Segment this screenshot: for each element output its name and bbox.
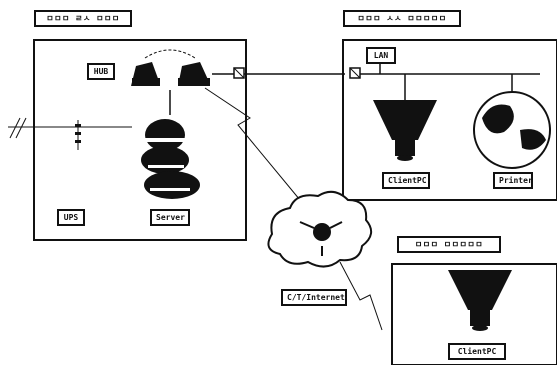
printer-globe-icon <box>474 92 550 168</box>
modem-mark <box>75 120 81 150</box>
ups-label: UPS <box>57 209 85 226</box>
server-label: Server <box>150 209 190 226</box>
left-panel-title: ㅁㅁㅁ ㄹㅅ ㅁㅁㅁ <box>34 10 132 27</box>
client-pc-icon-top <box>373 100 437 161</box>
server-cluster-icon <box>141 119 200 199</box>
client-pc-label-top: ClientPC <box>382 172 430 189</box>
hub-label: HUB <box>87 63 115 80</box>
router-icon-right <box>178 62 210 86</box>
line-break-mark <box>10 118 26 138</box>
internet-cloud-icon <box>268 192 371 267</box>
internet-label: C/T/Internet <box>281 289 347 306</box>
client-pc-label-bottom: ClientPC <box>448 343 506 360</box>
right-top-panel-title: ㅁㅁㅁ ㅅㅅ ㅁㅁㅁㅁㅁ <box>343 10 461 27</box>
client-pc-icon-bottom <box>448 270 512 331</box>
lan-label: LAN <box>366 47 396 64</box>
router-link-arc <box>145 50 195 58</box>
lightning-link-upper <box>205 88 300 200</box>
router-icon-left <box>131 62 160 86</box>
right-bottom-panel-title: ㅁㅁㅁ ㅁㅁㅁㅁㅁ <box>397 236 501 253</box>
printer-label: Printer <box>493 172 533 189</box>
